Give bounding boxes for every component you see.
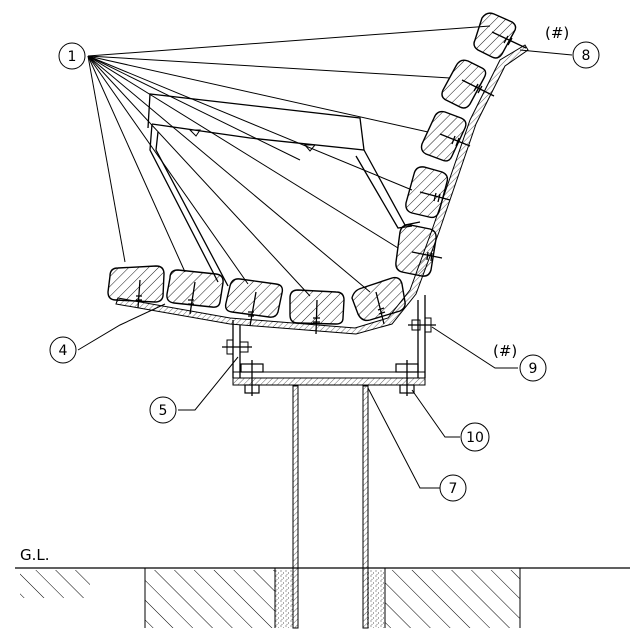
back-slats xyxy=(395,12,517,277)
callout-number: 5 xyxy=(159,403,168,419)
ground: G.L. xyxy=(15,546,630,628)
bolt-right xyxy=(395,360,419,396)
bolt-left xyxy=(240,360,264,396)
callout-number: 10 xyxy=(466,430,484,446)
callout-1-leaders xyxy=(87,25,491,297)
callout-8: 8 (#) xyxy=(545,24,600,69)
slat xyxy=(405,166,449,219)
callout-5: 5 xyxy=(149,396,177,424)
callout-number: 9 xyxy=(529,361,538,377)
slat xyxy=(441,59,487,109)
callout-7: 7 xyxy=(439,474,467,502)
slat xyxy=(166,269,224,308)
callout-9: 9 (#) xyxy=(493,342,547,382)
ground-level-label: G.L. xyxy=(20,546,50,564)
callout-number: 8 xyxy=(582,48,591,64)
callout-prefix: (#) xyxy=(493,342,517,360)
callout-prefix: (#) xyxy=(545,24,569,42)
slat xyxy=(395,224,437,277)
callout-10: 10 xyxy=(460,422,490,452)
seat-slats xyxy=(107,265,406,325)
other-leaders xyxy=(77,49,573,489)
bracket xyxy=(222,295,436,396)
callout-4: 4 xyxy=(49,336,77,364)
callout-number: 1 xyxy=(68,49,77,65)
side-bolt-right xyxy=(408,317,436,333)
slat xyxy=(473,12,517,59)
slat xyxy=(107,265,165,303)
slat xyxy=(224,278,284,318)
callout-number: 4 xyxy=(59,343,68,359)
callout-1: 1 xyxy=(58,42,86,70)
side-bolt-left xyxy=(222,339,252,355)
slat xyxy=(420,110,467,162)
callout-number: 7 xyxy=(449,481,458,497)
post xyxy=(292,385,369,629)
screws xyxy=(136,31,527,335)
